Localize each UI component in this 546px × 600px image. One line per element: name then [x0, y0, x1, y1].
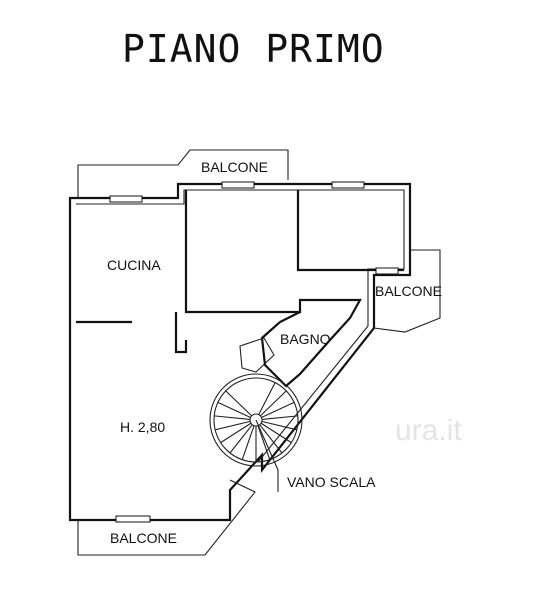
watermark: ura.it [395, 414, 462, 447]
balcony-label-top: BALCONE [201, 159, 268, 175]
stair-tread [261, 420, 297, 431]
stair-leader-line [255, 419, 279, 492]
stair-tread [220, 422, 252, 444]
room-height-label: H. 2,80 [120, 419, 165, 435]
bedroom-left-window [221, 181, 255, 189]
bedroom-right-side-window [375, 267, 399, 275]
top-balcony-outline [77, 149, 289, 197]
stair-tread [261, 415, 298, 420]
bedroom-right-window [331, 181, 365, 189]
hall-partition [174, 312, 188, 354]
stair-tread [215, 420, 251, 431]
stair-tread [260, 422, 292, 444]
stair-tread [258, 382, 276, 415]
balcony-label-bottom: BALCONE [110, 530, 177, 546]
stair-tread [259, 390, 287, 417]
room-label-bagno: BAGNO [280, 331, 331, 347]
bathroom-wall [260, 298, 362, 388]
stair-tread [259, 424, 283, 454]
stair-tread [217, 401, 251, 418]
stair-tread [261, 401, 295, 418]
stair-tread [214, 415, 251, 420]
room-label-cucina: CUCINA [107, 257, 161, 273]
outer-wall-inner [76, 189, 405, 463]
room-label-vano-scala: VANO SCALA [287, 474, 376, 490]
stair-tread [229, 424, 253, 454]
left-bedroom-wall [184, 190, 342, 314]
plan-title: PIANO PRIMO [122, 27, 385, 71]
stair-tread [241, 425, 255, 460]
spiral-staircase [209, 373, 303, 467]
stair-tread [257, 425, 271, 460]
right-balcony-outline [373, 249, 441, 333]
kitchen-window [109, 195, 143, 203]
living-window [115, 515, 151, 523]
bottom-balcony-outline [77, 479, 256, 556]
stair-tread [225, 390, 253, 417]
right-bedroom-wall [296, 190, 404, 272]
balcony-label-right: BALCONE [375, 283, 442, 299]
bathroom-inner [239, 337, 275, 373]
